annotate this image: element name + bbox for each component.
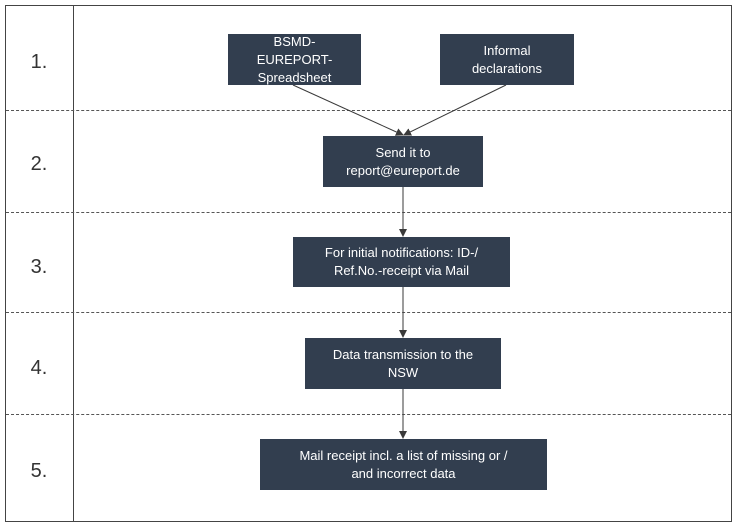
bsmd-spreadsheet-box: BSMD- EUREPORT- Spreadsheet [228, 34, 361, 85]
row-divider [6, 110, 731, 111]
row-divider [6, 312, 731, 313]
data-transmission-box: Data transmission to the NSW [305, 338, 501, 389]
send-to-email-box: Send it to report@eureport.de [323, 136, 483, 187]
initial-notifications-box: For initial notifications: ID-/ Ref.No.-… [293, 237, 510, 287]
row-divider [6, 414, 731, 415]
row-divider [6, 212, 731, 213]
step-number-2: 2. [30, 153, 48, 175]
step-number-3: 3. [30, 256, 48, 278]
step-number-4: 4. [30, 357, 48, 379]
mail-receipt-box: Mail receipt incl. a list of missing or … [260, 439, 547, 490]
step-number-5: 5. [30, 460, 48, 482]
step-column-divider [73, 5, 74, 522]
informal-declarations-box: Informal declarations [440, 34, 574, 85]
step-number-1: 1. [30, 51, 48, 73]
